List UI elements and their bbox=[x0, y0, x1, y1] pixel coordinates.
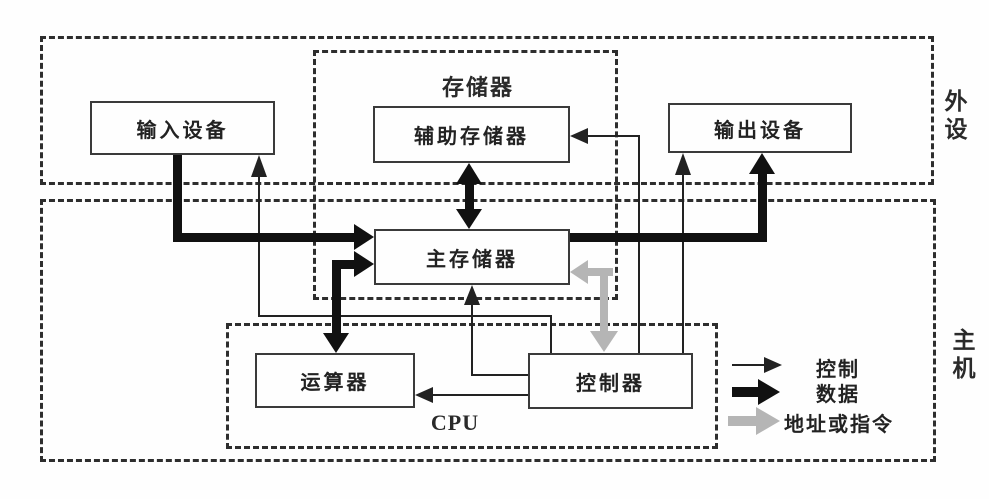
address-arrowhead-into-control-unit bbox=[590, 331, 618, 352]
control-arrowhead-into-aux-storage bbox=[570, 128, 588, 144]
alu-label: 运算器 bbox=[300, 372, 370, 394]
data-line-input-vertical bbox=[173, 155, 182, 242]
peripheral-region-label: 外设 bbox=[944, 88, 968, 142]
data-arrowhead-into-main-storage-left bbox=[354, 251, 374, 277]
legend-control-arrow-icon bbox=[764, 357, 782, 373]
control-line-to-mainmem-vertical bbox=[471, 304, 473, 376]
control-arrowhead-into-alu bbox=[415, 387, 433, 403]
legend-address-line bbox=[728, 416, 756, 426]
legend-control-line bbox=[732, 364, 764, 366]
memory-region-label: 存储器 bbox=[441, 75, 514, 100]
data-arrowhead-into-aux-storage bbox=[456, 163, 482, 184]
legend-data-line bbox=[732, 387, 758, 397]
control-unit-label: 控制器 bbox=[576, 372, 645, 395]
aux-storage-box: 辅助存储器 bbox=[373, 106, 570, 163]
data-arrowhead-into-alu bbox=[323, 333, 349, 353]
legend-data-label: 数据 bbox=[816, 384, 860, 406]
control-unit-box: 控制器 bbox=[528, 353, 693, 409]
peripheral-region-frame bbox=[40, 36, 934, 185]
output-device-label: 输出设备 bbox=[714, 119, 806, 142]
data-line-mainmem-to-output-horizontal bbox=[570, 233, 767, 242]
control-arrowhead-into-main-storage bbox=[464, 285, 480, 305]
cpu-region-label: CPU bbox=[430, 410, 480, 435]
legend-address-label: 地址或指令 bbox=[784, 414, 894, 436]
output-device-box: 输出设备 bbox=[668, 103, 852, 153]
address-line-horizontal bbox=[586, 268, 613, 276]
host-region-frame bbox=[40, 199, 936, 462]
control-arrowhead-into-input-device bbox=[251, 155, 267, 177]
alu-box: 运算器 bbox=[255, 353, 415, 408]
control-line-branch-horizontal bbox=[471, 374, 528, 376]
data-arrowhead-into-main-storage-top bbox=[456, 209, 482, 229]
main-storage-label: 主存储器 bbox=[426, 248, 518, 271]
data-line-mainmem-alu-horizontal bbox=[332, 260, 354, 269]
legend-control-label: 控制 bbox=[816, 359, 860, 381]
data-line-aux-mainmem-vertical bbox=[465, 181, 474, 211]
data-line-input-to-mainmem-horizontal bbox=[173, 233, 354, 242]
control-line-bus-horizontal bbox=[258, 315, 552, 317]
aux-storage-label: 辅助存储器 bbox=[414, 126, 529, 148]
data-line-mainmem-alu-vertical bbox=[332, 260, 341, 333]
data-arrowhead-into-output-device bbox=[749, 153, 775, 174]
main-storage-box: 主存储器 bbox=[374, 229, 570, 285]
address-arrowhead-into-main-storage bbox=[570, 260, 588, 284]
control-line-to-aux-horizontal bbox=[587, 135, 640, 137]
address-line-vertical bbox=[600, 268, 608, 332]
legend-data-arrow-icon bbox=[758, 379, 780, 405]
control-line-to-input-vertical bbox=[258, 176, 260, 316]
input-device-label: 输入设备 bbox=[136, 119, 229, 142]
control-arrowhead-into-output-device bbox=[675, 153, 691, 175]
control-line-to-output-vertical bbox=[682, 174, 684, 353]
input-device-box: 输入设备 bbox=[90, 101, 275, 155]
control-line-to-alu-horizontal bbox=[432, 394, 528, 396]
data-arrowhead-into-main-storage bbox=[354, 224, 374, 250]
data-line-output-vertical bbox=[758, 173, 767, 235]
host-region-label: 主机 bbox=[952, 327, 976, 381]
control-line-bus-to-controller-vertical bbox=[550, 315, 552, 353]
control-line-to-aux-vertical bbox=[638, 135, 640, 353]
legend-address-arrow-icon bbox=[756, 407, 780, 435]
